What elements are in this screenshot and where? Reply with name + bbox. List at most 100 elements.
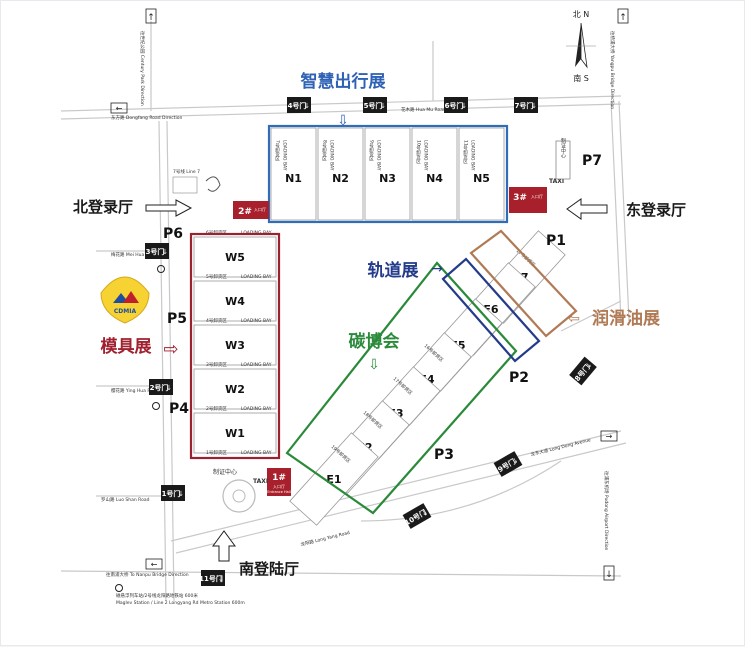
svg-text:⇩: ⇩ — [368, 357, 380, 373]
loading-area-west: 4号卸货区 LOADING BAY — [206, 317, 272, 324]
loading-bay-label: LOADING BAY — [241, 274, 272, 280]
svg-text:2#: 2# — [238, 207, 252, 217]
lobby-north-label: 北登录厅 — [73, 198, 133, 216]
compass-icon: 北 N 南 S — [566, 10, 596, 83]
svg-text:↓: ↓ — [178, 490, 184, 498]
gate-label: 5号门 — [364, 101, 383, 110]
parking-p6: P6 — [163, 226, 183, 242]
svg-text:↓: ↓ — [166, 384, 172, 392]
hall-label: W2 — [225, 383, 245, 396]
svg-text:⇦: ⇦ — [568, 311, 580, 327]
hall-w1[interactable]: W1 — [193, 412, 277, 454]
gate-10: 10号门↓ — [402, 503, 432, 529]
loading-area-label: 4号卸货区 — [206, 317, 227, 324]
gate-label: 6号门 — [445, 101, 464, 110]
zone-title-mold: 模具展 — [101, 336, 152, 357]
svg-text:↑: ↑ — [147, 13, 155, 23]
zone-border-lubricant — [469, 229, 578, 338]
zone-border-carbon — [285, 261, 518, 515]
loading-bay-label: LOADING BAY — [329, 140, 335, 171]
gate-label: 2号门 — [150, 383, 169, 392]
svg-text:入口厅: 入口厅 — [531, 194, 543, 199]
parking-p5: P5 — [167, 311, 187, 327]
direction-arrows: ↑ ↑ ← ← ↓ → — [110, 8, 629, 581]
svg-text:⇩: ⇩ — [337, 113, 349, 129]
parking-p1: P1 — [546, 233, 566, 249]
svg-text:↓: ↓ — [605, 570, 613, 580]
svg-text:←: ← — [151, 560, 158, 569]
zone-title-smart-mobility: 智慧出行展 — [301, 71, 386, 92]
loading-area-west: 5号卸货区 LOADING BAY — [206, 273, 272, 280]
svg-text:↓: ↓ — [511, 456, 520, 466]
parking-p7: P7 — [582, 153, 602, 169]
zone-border-smart-mobility — [267, 124, 509, 224]
road-label-maglev-en: Maglev Station / Line 2 Longyang Rd Metr… — [116, 600, 245, 606]
metro-station-icon-2 — [152, 402, 160, 410]
loading-area-label: 1号卸货区 — [206, 449, 227, 456]
entrance-hall-1: 1# 入口厅 Entrance Hall — [267, 468, 291, 496]
road-label-nanpu: 往南浦大桥 To Nanpu Bridge Direction — [106, 571, 189, 578]
hall-label: N4 — [426, 172, 443, 185]
zone-title-rail: 轨道展 — [368, 260, 419, 281]
hall-label: W3 — [225, 339, 245, 352]
parking-p4: P4 — [169, 401, 189, 417]
control-center-east: 制证中心 — [555, 137, 571, 180]
svg-text:←: ← — [116, 104, 123, 113]
gate-label: 3号门 — [146, 247, 165, 256]
loading-area-label: 10号卸货区 — [416, 140, 422, 164]
gate-label: 11号门 — [199, 574, 223, 583]
gate-label: 7号门 — [515, 101, 534, 110]
lobby-east-label: 东登录厅 — [626, 201, 686, 219]
loading-bay-label: LOADING BAY — [241, 318, 272, 324]
road-label-long-dong: 龙东大道 Long Dong Avenue — [530, 436, 592, 458]
svg-text:入口厅: 入口厅 — [254, 207, 266, 212]
loading-area-label: 5号卸货区 — [206, 273, 227, 280]
loading-area-label: 7号卸货区 — [275, 140, 281, 161]
zone-title-carbon: 碳博会 — [349, 331, 400, 352]
gate-9: 9号门↓ — [493, 451, 523, 477]
control-center-east-label: 制证中心 — [560, 137, 566, 158]
roundabout — [222, 479, 256, 513]
lobby-south: 南登陆厅 — [212, 530, 299, 578]
loading-bay-label: LOADING BAY — [470, 140, 476, 171]
loading-bay-label: LOADING BAY — [241, 406, 272, 412]
loading-area-label: 9号卸货区 — [369, 140, 375, 161]
road-label-long-yang: 龙阳路 Long Yang Road — [300, 529, 351, 548]
zone-east-halls: E7E6E5E4E3E2E117号卸货区16号卸货区17号卸货区18号卸货区19… — [285, 229, 578, 526]
hall-w2[interactable]: W2 — [193, 368, 277, 410]
loading-area-label: 11号卸货区 — [463, 140, 469, 164]
gate-4: 4号门↓ — [287, 97, 311, 113]
svg-text:1#: 1# — [272, 473, 286, 483]
zone-border-mold — [189, 232, 281, 460]
compass-north: 北 N — [573, 10, 590, 19]
cdmia-logo-text: CDMIA — [114, 308, 137, 315]
lobby-north: 北登录厅 — [73, 198, 193, 217]
hall-w4[interactable]: W4 — [193, 280, 277, 322]
svg-text:↓: ↓ — [304, 102, 310, 110]
taxi-label-south: TAXI — [253, 478, 268, 485]
loading-bay-label: LOADING BAY — [376, 140, 382, 171]
gate-1: 1号门↓ — [161, 485, 185, 501]
entrance-hall-3: 3# 入口厅 — [509, 187, 547, 213]
road-label-maglev: 磁悬浮列车站/2号线龙阳路地铁站 600米 — [116, 592, 198, 599]
hall-w3[interactable]: W3 — [193, 324, 277, 366]
hall-label: W1 — [225, 427, 245, 440]
gate-6: 6号门↓ — [444, 97, 468, 113]
compass-south: 南 S — [573, 73, 589, 83]
taxi-label-east: TAXI — [549, 178, 564, 185]
gate-11: 11号门↓ — [199, 570, 225, 586]
hall-label: N2 — [332, 172, 349, 185]
loading-bay-label: LOADING BAY — [423, 140, 429, 171]
gate-2: 2号门↓ — [149, 379, 173, 395]
hall-w5[interactable]: W5 — [193, 236, 277, 278]
